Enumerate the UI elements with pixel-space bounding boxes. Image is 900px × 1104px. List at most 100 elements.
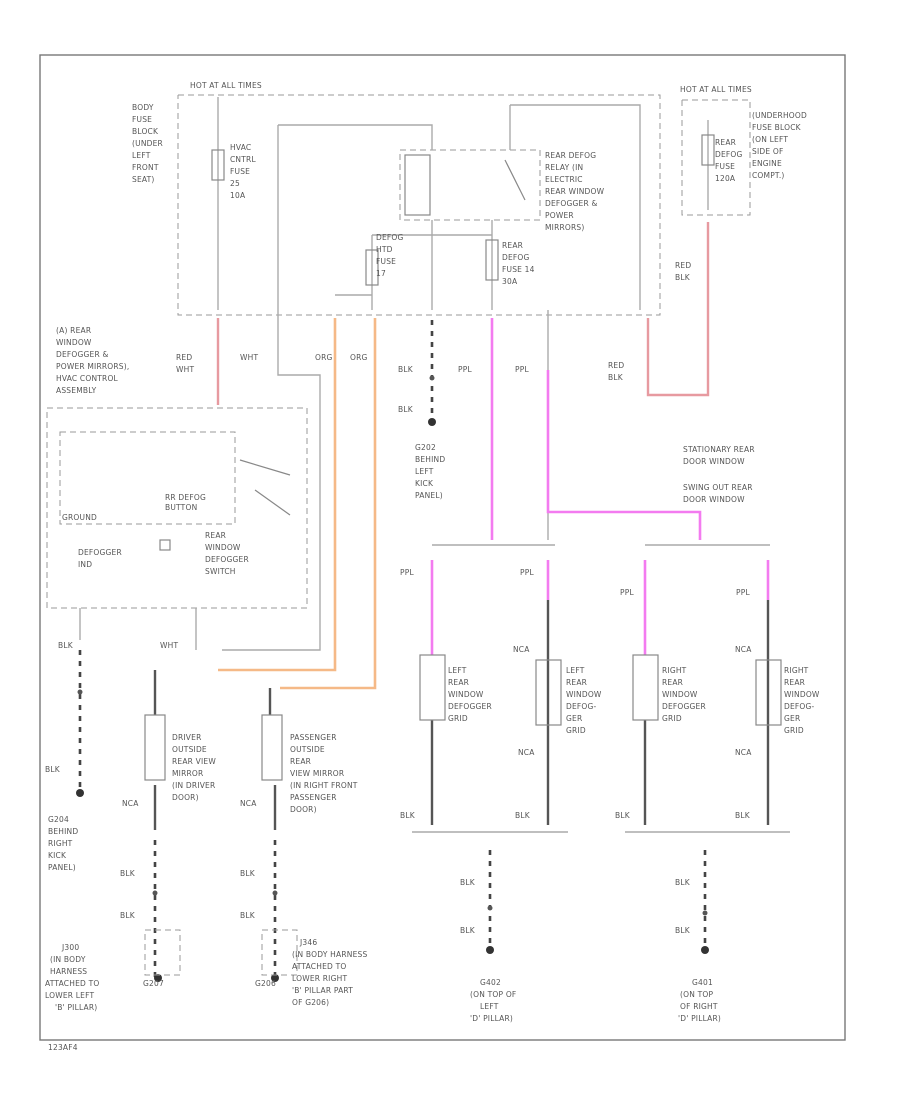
label-blk-5: BLK xyxy=(120,869,136,878)
label-nca-2: NCA xyxy=(240,799,257,808)
label-org-2: ORG xyxy=(350,353,368,362)
relay-contact-icon xyxy=(504,159,526,201)
label-blk-6: BLK xyxy=(240,869,256,878)
label-ground: GROUND xyxy=(62,513,97,522)
indicator-led-icon xyxy=(159,539,171,551)
diagram-frame xyxy=(39,54,846,1041)
wire-relay-feed xyxy=(278,124,433,150)
switch-contact-icon xyxy=(239,459,291,476)
splice-dot xyxy=(702,910,708,916)
right-grid-1-icon xyxy=(632,654,659,721)
defog-switch-contact-icon xyxy=(254,489,291,516)
hvac-control-outline xyxy=(46,407,308,609)
label-wht: WHT xyxy=(240,353,258,362)
label-ppl-5: PPL xyxy=(620,588,634,597)
label-blk-8: BLK xyxy=(240,911,256,920)
label-g206: G206 xyxy=(255,979,276,988)
passenger-mirror-icon xyxy=(261,714,283,781)
relay-outline xyxy=(399,149,541,221)
wire-defog-feed xyxy=(510,104,641,310)
splice-dot xyxy=(487,905,493,911)
left-grid-1-icon xyxy=(419,654,446,721)
label-org-1: ORG xyxy=(315,353,333,362)
splice-dot xyxy=(429,375,435,381)
ground-g207-icon xyxy=(154,974,162,982)
label-blk-1: BLK xyxy=(398,365,414,374)
label-wht-2: WHT xyxy=(160,641,178,650)
wire-ppl-2 xyxy=(546,370,702,540)
label-ppl-1: PPL xyxy=(458,365,472,374)
wire-red-blk xyxy=(646,222,710,397)
relay-coil-icon xyxy=(404,154,431,216)
fuse-defog-htd-icon xyxy=(365,249,379,286)
label-blk-4: BLK xyxy=(45,765,61,774)
label-blk-12: BLK xyxy=(735,811,751,820)
left-grid-2-icon xyxy=(535,659,562,726)
label-g207: G207 xyxy=(143,979,164,988)
wire-white-run xyxy=(222,310,321,651)
junction-j300 xyxy=(144,929,181,976)
wire-org-2 xyxy=(280,318,377,690)
label-hot-left: HOT AT ALL TIMES xyxy=(190,81,262,90)
label-nca-6: NCA xyxy=(735,748,752,757)
splice-dot xyxy=(77,689,83,695)
underhood-fuse-block-outline xyxy=(681,99,751,216)
label-blk-14: BLK xyxy=(460,926,476,935)
splice-dot xyxy=(152,890,158,896)
splice-dot xyxy=(272,890,278,896)
label-ppl-4: PPL xyxy=(520,568,534,577)
ground-g401-icon xyxy=(701,946,709,954)
wire-org-1 xyxy=(218,318,337,672)
label-nca-4: NCA xyxy=(735,645,752,654)
label-blk-2: BLK xyxy=(398,405,414,414)
label-hot-right: HOT AT ALL TIMES xyxy=(680,85,752,94)
label-blk-16: BLK xyxy=(675,926,691,935)
right-grid-2-icon xyxy=(755,659,782,726)
fuse-hvac-icon xyxy=(211,149,225,181)
label-blk-7: BLK xyxy=(120,911,136,920)
ground-g206-icon xyxy=(271,974,279,982)
label-ppl-2: PPL xyxy=(515,365,529,374)
fuse-defog14-icon xyxy=(485,239,499,281)
label-ppl-3: PPL xyxy=(400,568,414,577)
label-ppl-6: PPL xyxy=(736,588,750,597)
label-footer-code: 123AF4 xyxy=(48,1043,78,1052)
fuse-underhood-icon xyxy=(701,134,715,166)
body-fuse-block-outline xyxy=(177,94,661,316)
driver-mirror-icon xyxy=(144,714,166,781)
ground-g202-icon xyxy=(428,418,436,426)
ground-g204-icon xyxy=(76,789,84,797)
label-blk-11: BLK xyxy=(615,811,631,820)
label-nca-3: NCA xyxy=(513,645,530,654)
ground-g402-icon xyxy=(486,946,494,954)
label-blk-10: BLK xyxy=(515,811,531,820)
label-blk-3: BLK xyxy=(58,641,74,650)
label-nca-5: NCA xyxy=(518,748,535,757)
label-blk-15: BLK xyxy=(675,878,691,887)
